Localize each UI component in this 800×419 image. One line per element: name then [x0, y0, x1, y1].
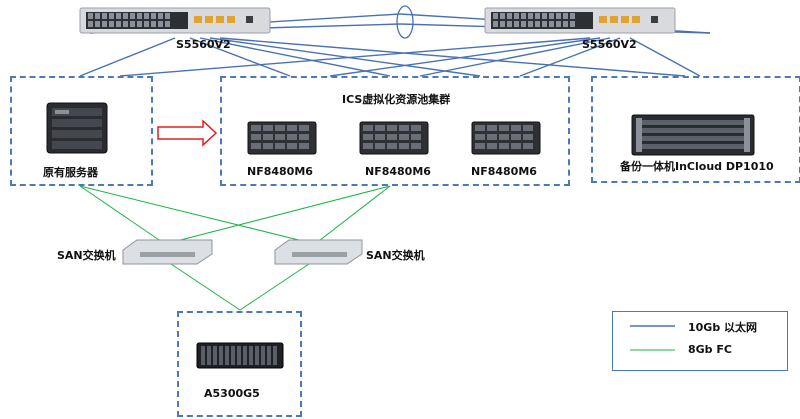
- switch-left: [79, 7, 271, 34]
- ethernet-links: [79, 13, 711, 77]
- backup-appliance-icon: [631, 114, 755, 156]
- storage-array-icon: [196, 342, 284, 369]
- storage-label: A5300G5: [204, 387, 260, 400]
- switch-right-label: S5560V2: [582, 38, 637, 51]
- legacy-server-icon: [46, 102, 108, 154]
- ics-cluster-group: [220, 76, 570, 186]
- migration-arrow-icon: [157, 119, 218, 147]
- san-switch-icon: [274, 239, 363, 265]
- node-label: NF8480M6: [247, 165, 313, 178]
- backup-label: 备份一体机InCloud DP1010: [620, 160, 774, 173]
- legacy-server-label: 原有服务器: [43, 166, 98, 179]
- san-switch-label: SAN交换机: [366, 249, 425, 262]
- legacy-server-group: [10, 76, 153, 186]
- legend-fc-label: 8Gb FC: [688, 343, 732, 356]
- legend-box: [612, 311, 788, 371]
- legend-ethernet-label: 10Gb 以太网: [688, 321, 758, 334]
- nf8480m6-server-icon: [359, 121, 429, 155]
- node-label: NF8480M6: [365, 165, 431, 178]
- san-switch-label: SAN交换机: [57, 249, 116, 262]
- fc-links: [79, 185, 391, 311]
- nf8480m6-server-icon: [471, 121, 541, 155]
- switch-right: [484, 7, 676, 34]
- switch-left-label: S5560V2: [176, 38, 231, 51]
- nf8480m6-server-icon: [247, 121, 317, 155]
- storage-group: [177, 311, 302, 417]
- link-aggregation-marker: [396, 5, 414, 39]
- node-label: NF8480M6: [471, 165, 537, 178]
- ics-cluster-title: ICS虚拟化资源池集群: [342, 93, 451, 106]
- san-switch-icon: [122, 239, 213, 265]
